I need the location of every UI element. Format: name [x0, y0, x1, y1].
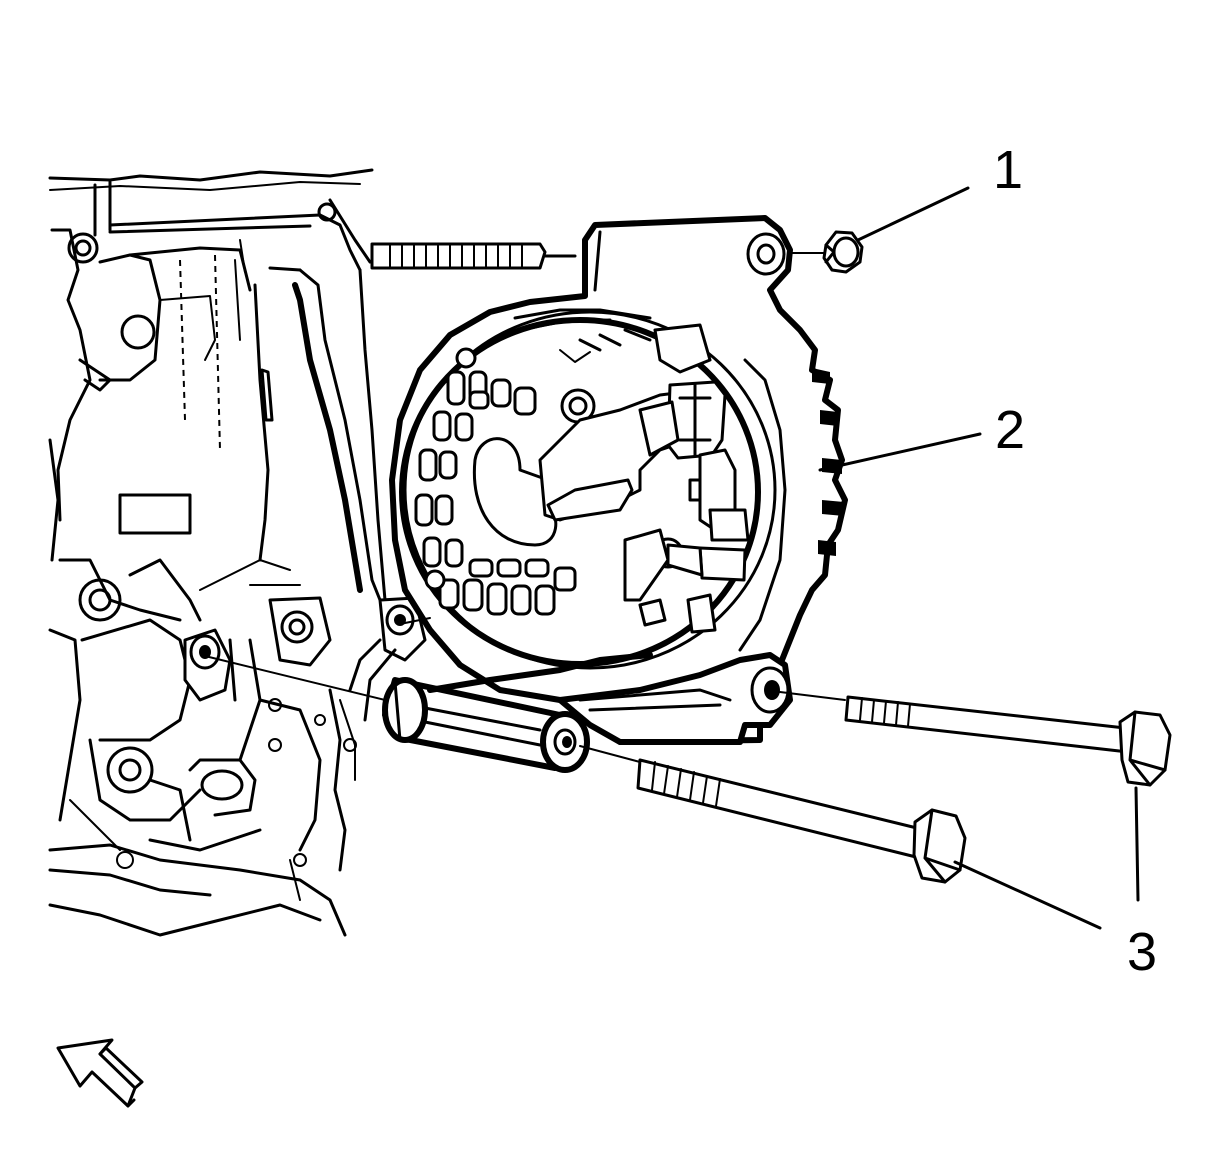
vent-slots	[414, 370, 577, 616]
alternator	[382, 215, 848, 773]
callout-2: 2	[995, 400, 1025, 460]
leader-line-2	[818, 432, 982, 472]
leader-line-3b	[953, 860, 1102, 930]
nut	[822, 230, 864, 274]
callout-1: 1	[993, 140, 1023, 200]
bolt-lower	[636, 758, 967, 884]
mounting-stud	[370, 242, 577, 270]
view-direction-arrow-icon	[56, 1038, 144, 1108]
leader-line-1	[856, 186, 970, 242]
engine-block	[48, 168, 427, 937]
assembly-lines	[204, 252, 846, 763]
callout-3: 3	[1127, 922, 1157, 982]
bolt-upper	[844, 695, 1172, 787]
leader-lines	[818, 186, 1140, 930]
leader-line-3a	[1134, 786, 1140, 902]
